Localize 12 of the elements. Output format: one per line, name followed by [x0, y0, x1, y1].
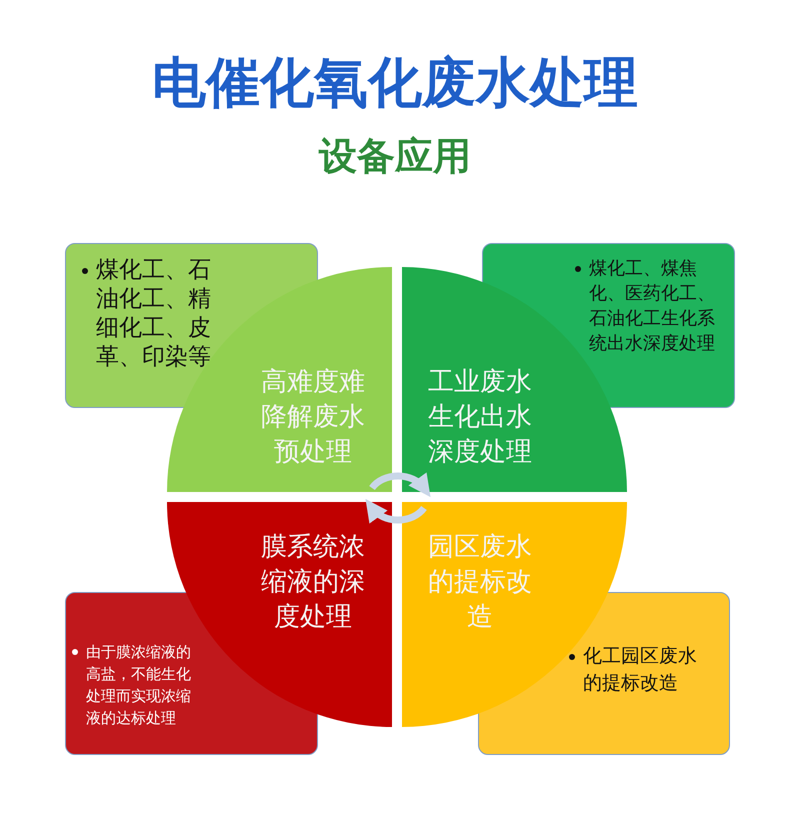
- bullet-text: 煤化工、石油化工、精细化工、皮革、印染等: [96, 256, 212, 372]
- quadrant-label: 高难度难降解废水预处理: [260, 366, 366, 469]
- bullet-text: 煤化工、煤焦化、医药化工、石油化工生化系统出水深度处理: [589, 257, 716, 356]
- title: 电催化氧化废水处理: [151, 50, 639, 116]
- bullet-text: 由于膜浓缩液的高盐，不能生化处理而实现浓缩液的达标处理: [86, 642, 192, 729]
- quadrant-label: 工业废水生化出水深度处理: [427, 366, 533, 469]
- cycle-arrow: [364, 499, 427, 524]
- subtitle: 设备应用: [318, 133, 472, 180]
- quadrant-label: 膜系统浓缩液的深度处理: [260, 531, 366, 634]
- bullet-text: 化工园区废水的提标改造: [583, 644, 698, 696]
- quadrant-label: 园区废水的提标改造: [427, 531, 533, 634]
- cycle-arrow: [369, 472, 432, 497]
